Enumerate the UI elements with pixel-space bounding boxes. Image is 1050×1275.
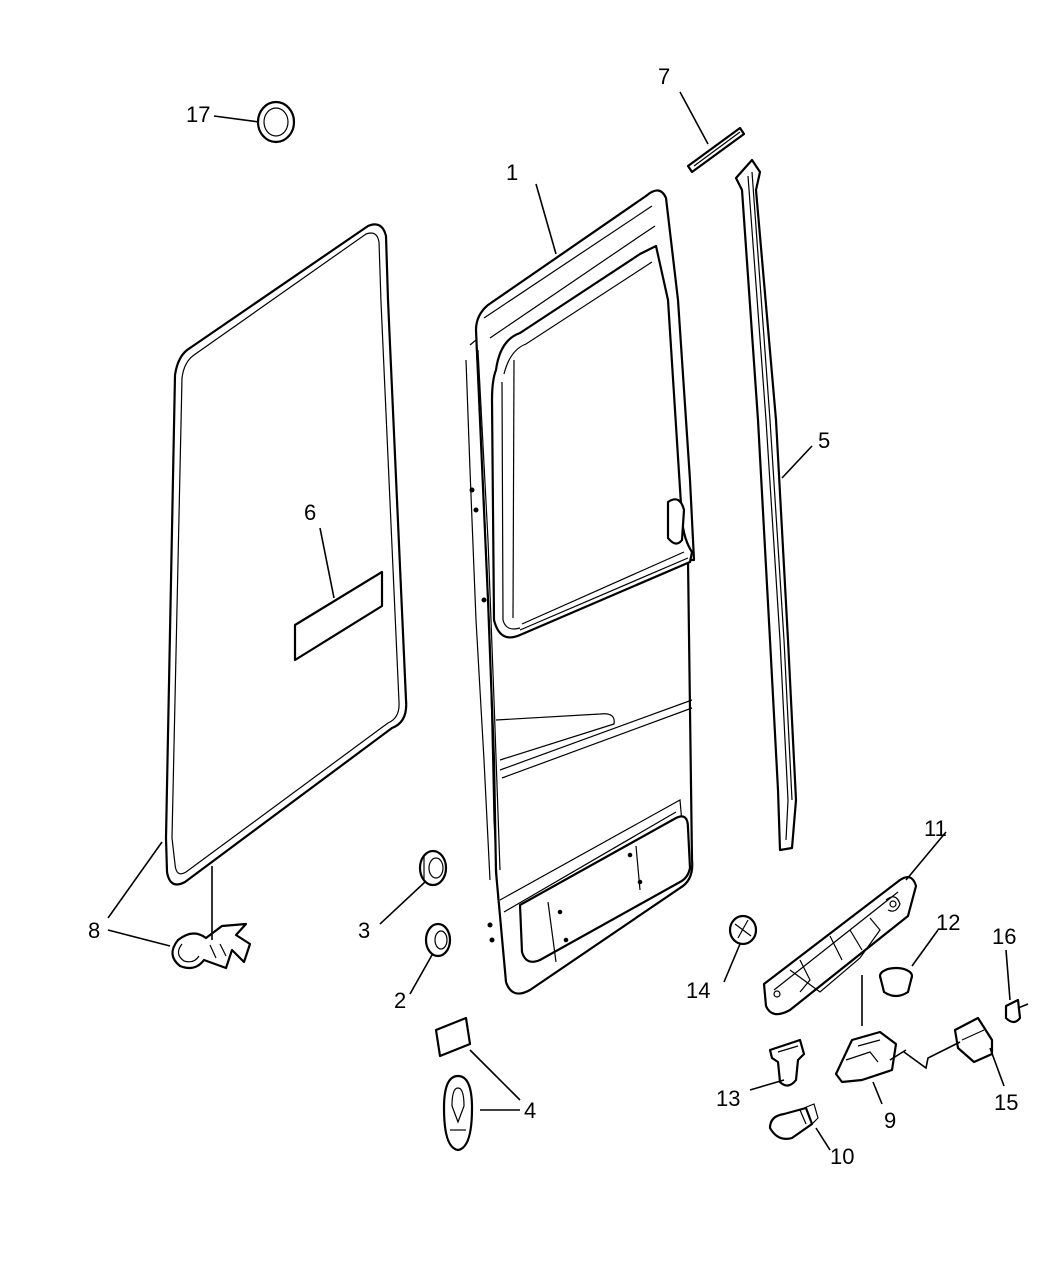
part-3-plug: [418, 849, 448, 887]
callout-16: 16: [992, 924, 1016, 949]
callout-12: 12: [936, 910, 960, 935]
part-6-label-plate: [293, 570, 384, 662]
callout-9: 9: [884, 1108, 896, 1133]
callout-17: 17: [186, 102, 210, 127]
part-12-cap: [878, 966, 914, 998]
part-8-door-seal: [164, 223, 408, 886]
part-14-nut: [728, 914, 758, 946]
leader-lines: [107, 91, 1011, 1151]
part-8-clip: [171, 922, 252, 970]
callout-15: 15: [994, 1090, 1018, 1115]
callout-11: 11: [924, 816, 947, 841]
part-9-license-lamp: [834, 1030, 907, 1084]
part-7-strip: [686, 126, 746, 174]
part-2-bumper: [424, 922, 452, 958]
part-10-bulb: [768, 1103, 819, 1140]
callout-7: 7: [658, 64, 670, 89]
callout-1: 1: [506, 160, 518, 185]
callout-6: 6: [304, 500, 316, 525]
callout-5: 5: [818, 428, 830, 453]
part-1-rear-door-panel: [465, 189, 696, 995]
part-5-weatherstrip: [734, 158, 798, 852]
callout-13: 13: [716, 1086, 740, 1111]
callout-3: 3: [358, 918, 370, 943]
part-17-grommet: [256, 100, 296, 144]
callout-labels: 1 2 3 4 5 6 7 8 9 10 11 12 13 14 15 16 1…: [88, 64, 1018, 1169]
part-16-bulb-pin: [1004, 998, 1029, 1024]
callout-10: 10: [830, 1144, 854, 1169]
part-15-socket: [903, 1016, 994, 1070]
part-11-handle-bracket: [762, 876, 918, 1016]
part-13-clip: [768, 1038, 806, 1087]
callout-8: 8: [88, 918, 100, 943]
part-4-clip: [442, 1074, 474, 1152]
callout-4: 4: [524, 1098, 536, 1123]
callout-14: 14: [686, 978, 710, 1003]
part-4-pad: [434, 1016, 472, 1058]
callout-2: 2: [394, 988, 406, 1013]
